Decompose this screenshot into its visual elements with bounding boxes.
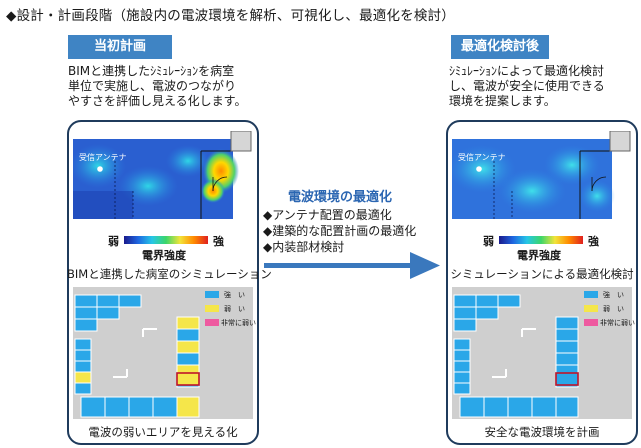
room-block — [74, 338, 92, 395]
room-box — [609, 131, 631, 152]
optimization-items: ◆アンテナ配置の最適化 ◆建築的な配置計画の最適化 ◆内装部材検討 — [263, 207, 416, 255]
flow-arrow — [264, 252, 440, 279]
optimized-tag: 最適化検討後 — [451, 35, 549, 59]
initial-plan-tag: 当初計画 — [68, 35, 172, 59]
initial-floor-plan — [73, 287, 253, 419]
legend-strong-label: 強 い — [603, 291, 624, 299]
optimized-heatmap — [452, 131, 631, 219]
improved-area-highlight — [555, 372, 579, 386]
desc-line: し、電波が安全に使用できる — [449, 79, 605, 93]
optimization-item: ◆アンテナ配置の最適化 — [263, 208, 392, 222]
heatmap-blob — [579, 180, 615, 212]
optimization-item: ◆建築的な配置計画の最適化 — [263, 224, 417, 238]
room-block — [74, 294, 142, 332]
heatmap-blob — [452, 145, 516, 193]
optimized-description: ｼﾐｭﾚｰｼｮﾝによって最適化検討 し、電波が安全に使用できる 環境を提案します… — [449, 64, 605, 109]
legend-weak-label: 弱 い — [603, 305, 624, 313]
scale-caption: 電界強度 — [142, 249, 186, 262]
initial-caption-top: BIMと連携した病室のシミュレーション — [67, 267, 272, 281]
optimized-floor-plan — [452, 287, 632, 419]
desc-line: 単位で実施し、電波のつながり — [68, 79, 237, 93]
legend-very-weak-label: 非常に弱い — [600, 319, 635, 327]
room-block — [453, 294, 521, 332]
scale-weak-label: 弱 — [108, 235, 119, 248]
field-strength-scale — [499, 236, 583, 244]
heatmap-blob — [166, 145, 210, 177]
antenna-label: 受信アンテナ — [458, 153, 506, 162]
heatmap-blob — [73, 144, 126, 188]
initial-heatmap — [73, 131, 252, 219]
antenna-icon — [97, 166, 103, 172]
weak-area-highlight — [176, 372, 200, 386]
room-block — [80, 396, 200, 418]
legend-strong-swatch — [584, 291, 598, 298]
arrow-head-icon — [410, 252, 440, 279]
scale-caption: 電界強度 — [517, 249, 561, 262]
legend-very-weak-swatch — [205, 319, 219, 326]
optimization-title: 電波環境の最適化 — [288, 190, 393, 205]
desc-line: BIMと連携したｼﾐｭﾚｰｼｮﾝを病室 — [68, 64, 235, 78]
scale-strong-label: 強 — [588, 235, 599, 248]
legend-weak-label: 弱 い — [224, 305, 245, 313]
room-block — [459, 396, 579, 418]
desc-line: 環境を提案します。 — [449, 94, 556, 108]
legend-strong-label: 強 い — [224, 291, 245, 299]
initial-caption-bottom: 電波の弱いエリアを見える化 — [88, 425, 238, 439]
legend-very-weak-label: 非常に弱い — [221, 319, 256, 327]
room-box — [230, 131, 252, 152]
desc-line: ｼﾐｭﾚｰｼｮﾝによって最適化検討 — [449, 64, 605, 78]
legend-very-weak-swatch — [584, 319, 598, 326]
heatmap-weak-zone — [73, 191, 133, 219]
optimized-caption-top: シミュレーションによる最適化検討 — [450, 267, 634, 281]
initial-plan-description: BIMと連携したｼﾐｭﾚｰｼｮﾝを病室 単位で実施し、電波のつながり やすさを評… — [68, 64, 246, 109]
heatmap-blob — [498, 169, 566, 213]
optimized-caption-bottom: 安全な電波環境を計画 — [484, 425, 600, 439]
legend-weak-swatch — [205, 305, 219, 312]
antenna-icon — [476, 166, 482, 172]
page-heading: ◆設計・計画段階（施設内の電波環境を解析、可視化し、最適化を検討） — [6, 8, 455, 24]
legend-strong-swatch — [205, 291, 219, 298]
field-strength-scale — [124, 236, 208, 244]
legend-weak-swatch — [584, 305, 598, 312]
scale-strong-label: 強 — [213, 235, 224, 248]
optimization-item: ◆内装部材検討 — [263, 240, 345, 254]
desc-line: やすさを評価し見える化します。 — [68, 94, 247, 108]
heatmap-blob — [544, 145, 600, 185]
room-block — [453, 338, 471, 395]
antenna-label: 受信アンテナ — [79, 153, 127, 162]
scale-weak-label: 弱 — [483, 235, 494, 248]
